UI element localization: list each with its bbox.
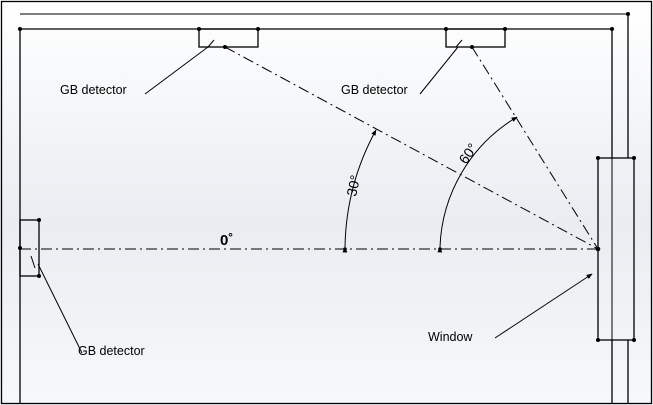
detector-top-left-shape [197,27,260,49]
label-detector-top-right: GB detector [341,83,408,97]
angle-label-zero: 0˚ [220,232,233,249]
sixty-degree-line [471,46,599,250]
thirty-degree-line [224,46,599,250]
leader-lines [37,46,593,354]
sixty-degree-arc [437,116,518,253]
label-window: Window [428,330,473,344]
detector-top-right-shape [444,27,507,49]
angle-label-thirty: 30° [343,174,363,198]
thirty-degree-arc [342,129,377,253]
room-walls [18,12,630,404]
label-detector-left: GB detector [78,344,145,358]
label-detector-top-left: GB detector [60,83,127,97]
detector-left-shape [18,218,41,278]
